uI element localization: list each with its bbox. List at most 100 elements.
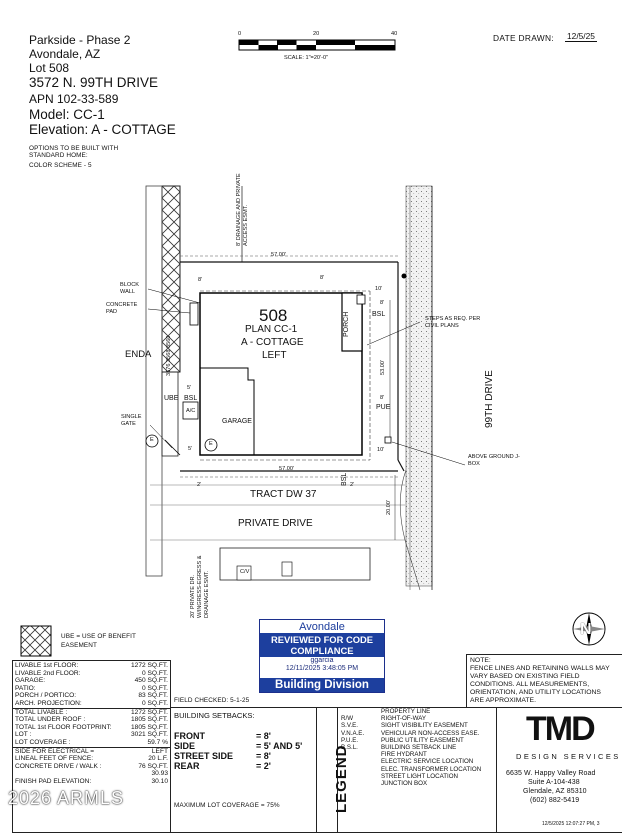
dim-2-right: 2': [350, 482, 355, 488]
lot-label: Lot 508: [29, 61, 70, 75]
note-line-1: FENCE LINES AND RETAINING WALLS MAY: [470, 665, 610, 672]
callout-jbox: ABOVE GROUND J-BOX: [468, 454, 520, 467]
cv-label: C/V: [240, 569, 250, 575]
row-label: LOT COVERAGE :: [15, 738, 71, 746]
city-name: Avondale, AZ: [29, 47, 101, 61]
table-row: TOTAL UNDER ROOF :1805 SQ.FT.: [13, 716, 170, 724]
address: 3572 N. 99TH DRIVE: [29, 75, 159, 90]
row-label: ARCH. PROJECTION:: [15, 699, 82, 707]
scale-tick-40: 40: [391, 31, 398, 37]
table-row: LIVABLE 1st FLOOR:1272 SQ.FT.: [13, 662, 170, 670]
row-value: 0 SQ.FT.: [141, 669, 168, 677]
watermark: 2026 ARMLS: [8, 788, 125, 808]
private-drive-easement-label: 20' PRIVATE DR. W/INGRESS-EGRESS & DRAIN…: [190, 555, 210, 618]
bsl-label-bottom: BSL: [341, 472, 348, 486]
legend-text: RIGHT-OF-WAY: [381, 715, 427, 723]
setback-front-label: FRONT: [174, 731, 205, 741]
row-value: 1805 SQ.FT.: [130, 723, 168, 731]
legend-key: V.N.A.E.: [341, 729, 365, 737]
row-label: LINEAL FEET OF FENCE:: [15, 755, 94, 763]
note-line-3: CONDITIONS. ALL MEASUREMENTS,: [470, 681, 590, 688]
apn: APN 102-33-589: [29, 92, 119, 106]
legend-key: [341, 766, 367, 773]
legend-item: FIRE HYDRANT: [341, 751, 495, 758]
setback-side-value: = 5' AND 5': [256, 741, 303, 751]
north-label: N: [580, 621, 592, 638]
legend-item: PROPERTY LINE: [341, 708, 495, 715]
legend-item: S.V.E. SIGHT VISIBILITY EASEMENT: [341, 722, 495, 729]
row-value: 0 SQ.FT.: [141, 699, 168, 707]
dim-8-porch: 8': [320, 275, 325, 281]
stamp-line2: COMPLIANCE: [290, 645, 354, 656]
scale-tick-20: 20: [313, 31, 320, 37]
company-logo: TMD: [526, 710, 596, 748]
elevation: Elevation: A - COTTAGE: [29, 122, 176, 137]
ac-label: A/C: [186, 408, 196, 414]
table-row: PATIO:0 SQ.FT.: [13, 685, 170, 693]
north-arrow-icon: [572, 612, 606, 646]
scale-tick-0: 0: [238, 31, 242, 37]
scale-text: SCALE: 1"=20'-0": [284, 55, 329, 61]
private-drive-label: PRIVATE DRIVE: [238, 518, 313, 529]
dim-2-left: 2': [197, 482, 202, 488]
table-row: GARAGE:450 SQ.FT.: [13, 677, 170, 685]
site-plan-drawing: [145, 185, 466, 591]
legend-item: ELEC. TRANSFORMER LOCATION: [341, 766, 495, 773]
legend-text: SIGHT VISIBILITY EASEMENT: [381, 722, 468, 730]
table-row: TOTAL LIVABLE :1272 SQ.FT.: [13, 709, 170, 717]
company-tagline: DESIGN SERVICES: [516, 752, 621, 761]
legend-text: ELEC. TRANSFORMER LOCATION: [381, 765, 482, 773]
setback-front-value: = 8': [256, 731, 271, 741]
date-drawn-label: DATE DRAWN:: [493, 33, 554, 43]
row-label: PORCH / PORTICO:: [15, 692, 77, 700]
field-checked: FIELD CHECKED: 5-1-25: [174, 697, 250, 704]
ube-legend-line1: UBE = USE OF BENEFIT: [61, 633, 136, 640]
note-title: NOTE:: [470, 657, 491, 664]
dim-8-side: 8': [380, 300, 385, 306]
legend-text: JUNCTION BOX: [381, 780, 428, 788]
table-row: LOT COVERAGE :59.7 %: [13, 739, 170, 747]
options-line-1: OPTIONS TO BE BUILT WITH: [29, 145, 119, 152]
row-value: 20 L.F.: [148, 755, 168, 763]
row-label: SIDE FOR ELECTRICAL =: [15, 747, 95, 755]
dim-8-pue: 8': [380, 395, 385, 401]
legend-text: BUILDING SETBACK LINE: [381, 744, 457, 752]
bsl-label-porch: BSL: [372, 311, 386, 318]
setback-street-label: STREET SIDE: [174, 751, 234, 761]
row-label: LOT :: [15, 731, 32, 739]
table-row: LIVABLE 2nd FLOOR:0 SQ.FT.: [13, 670, 170, 678]
tract-label: TRACT DW 37: [250, 489, 317, 500]
row-value: 1805 SQ.FT.: [130, 716, 168, 724]
table-row: TOTAL 1st FLOOR FOOTPRINT: 1805 SQ.FT.: [13, 724, 170, 732]
legend-item: B.S.L.BUILDING SETBACK LINE: [341, 744, 495, 751]
table-row: 30.93: [13, 770, 170, 778]
company-address-2: Suite A-104-438: [528, 779, 580, 786]
legend-key: S.V.E.: [341, 722, 358, 730]
plan-hand: LEFT: [262, 350, 287, 361]
drainage-easement-label: 8' DRAINAGE AND PRIVATE ACCESS ESMT.: [236, 173, 249, 246]
row-value: 3021 SQ.FT.: [130, 731, 168, 739]
dim-8-front: 8': [198, 277, 203, 283]
legend-text: ELECTRIC SERVICE LOCATION: [381, 758, 474, 766]
legend-item: JUNCTION BOX: [341, 780, 495, 787]
stamp-user: ggarcia: [310, 657, 334, 664]
row-label: TOTAL 1st FLOOR FOOTPRINT:: [15, 723, 112, 731]
stamp-division: Building Division: [260, 678, 384, 692]
plan-lot-number: 508: [259, 306, 288, 325]
street-name-label: 99TH DRIVE: [484, 370, 495, 428]
legend-text: PUBLIC UTILITY EASEMENT: [381, 736, 464, 744]
legend-item: V.N.A.E.VEHICULAR NON-ACCESS EASE.: [341, 730, 495, 737]
row-label: TOTAL LIVABLE :: [15, 708, 68, 716]
note-line-4: ORIENTATION, AND UTILITY LOCATIONS: [470, 689, 601, 696]
dim-5-upper: 5': [187, 385, 192, 391]
neighbor-street-fragment: ENDA: [125, 349, 152, 360]
setback-street-value: = 8': [256, 751, 271, 761]
callout-steps: STEPS AS REQ. PER CIVIL PLANS: [425, 316, 481, 329]
model: Model: CC-1: [29, 107, 105, 122]
row-value: 1272 SQ.FT.: [130, 662, 168, 669]
subdivision-name: Parkside - Phase 2: [29, 33, 131, 47]
dim-lot-depth: 53.00': [380, 359, 386, 375]
dim-5-lower: 5': [188, 446, 193, 452]
